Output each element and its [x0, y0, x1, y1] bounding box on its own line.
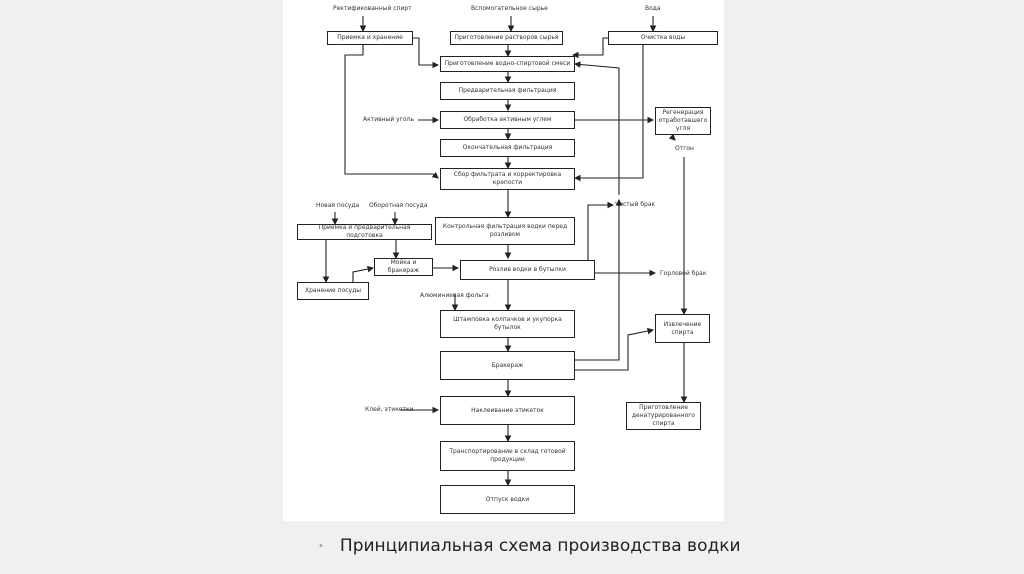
- box-capping: Штамповка колпачков и укупорка бутылок: [440, 310, 575, 338]
- box-collect-adjust: Сбор фильтрата и корректировка крепости: [440, 168, 575, 190]
- box-dispatch: Отпуск водки: [440, 485, 575, 514]
- box-bottle-receiving: Приемка и предварительная подготовка: [297, 224, 432, 240]
- slide-caption: • Принципиальная схема производства водк…: [318, 536, 741, 556]
- box-transport: Транспортирование в склад готовой продук…: [440, 441, 575, 471]
- input-activated-carbon: Активный уголь: [363, 116, 414, 123]
- box-carbon-regen: Регенерация отработавшего угля: [655, 107, 711, 135]
- box-final-filtration: Окончательная фильтрация: [440, 139, 575, 157]
- output-clean-defect: Чистый брак: [615, 201, 656, 208]
- flowchart-canvas: Ректификованный спирт Вспомогательное сы…: [283, 0, 724, 521]
- box-carbon-treatment: Обработка активным углем: [440, 111, 575, 129]
- input-water: Вода: [645, 5, 661, 12]
- box-washing-inspection: Мойка и бракераж: [374, 258, 433, 276]
- box-receiving-storage: Приемка и хранение: [327, 31, 413, 45]
- input-rectified-spirit: Ректификованный спирт: [333, 5, 412, 12]
- box-mix-prep: Приготовление водно-спиртовой смеси: [440, 56, 575, 72]
- box-denatured-prep: Приготовление денатурированного спирта: [626, 402, 701, 430]
- connector-lines: [322, 16, 688, 487]
- output-distillate: Отгон: [675, 145, 694, 152]
- input-auxiliary-raw: Вспомогательное сырье: [471, 5, 548, 12]
- box-labeling: Наклеивание этикеток: [440, 396, 575, 425]
- caption-text: Принципиальная схема производства водки: [339, 536, 741, 556]
- input-glue-labels: Клей, этикетки: [365, 406, 414, 413]
- input-new-bottles: Новая посуда: [316, 202, 360, 209]
- box-water-treatment: Очистка воды: [608, 31, 718, 45]
- box-inspection: Бракераж: [440, 351, 575, 380]
- box-bottling: Розлив водки в бутылки: [460, 260, 595, 280]
- bullet-icon: •: [318, 540, 324, 552]
- box-raw-solutions: Приготовление растворов сырья: [450, 31, 563, 45]
- box-pre-filtration: Предварительная фильтрация: [440, 82, 575, 100]
- input-aluminum-foil: Алюминиевая фольга: [420, 292, 489, 299]
- box-control-filtration: Контрольная фильтрация водки перед розли…: [435, 217, 575, 245]
- output-bottle-defect: Горловой брак: [660, 270, 707, 277]
- box-spirit-extraction: Извлечение спирта: [655, 314, 710, 343]
- input-returnable-bottles: Оборотная посуда: [369, 202, 428, 209]
- box-bottle-storage: Хранение посуды: [297, 282, 369, 300]
